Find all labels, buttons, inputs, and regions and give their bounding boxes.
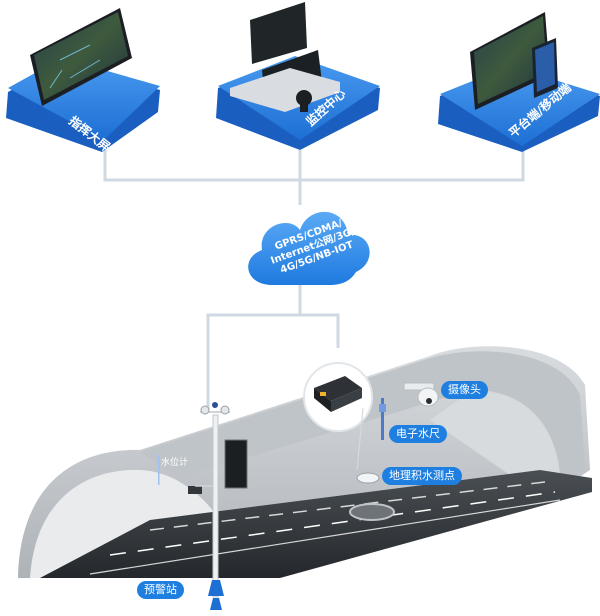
callout-warning-station: 预警站 xyxy=(137,581,184,599)
water-ruler-device xyxy=(379,398,386,440)
network-cloud xyxy=(248,211,370,285)
ponding-sensor xyxy=(356,407,380,484)
downlink-right-line xyxy=(300,313,340,348)
warning-station xyxy=(158,402,248,610)
tunnel-road xyxy=(40,470,592,578)
callout-ponding-point: 地理积水测点 xyxy=(382,467,462,485)
platform-monitoring-center xyxy=(216,2,380,150)
camera-device xyxy=(403,382,439,407)
platform-link-line xyxy=(103,138,525,182)
callout-camera: 摄像头 xyxy=(441,381,488,399)
network-links xyxy=(103,138,525,410)
tunnel xyxy=(18,346,592,578)
callout-water-ruler: 电子水尺 xyxy=(389,425,447,443)
downlink-left-line xyxy=(206,280,302,410)
data-logger xyxy=(303,362,373,432)
manhole-cover xyxy=(349,503,395,521)
label-water-gauge: 水位计 xyxy=(161,458,189,468)
platform-mobile xyxy=(438,12,600,152)
platform-command-screen xyxy=(6,8,160,152)
